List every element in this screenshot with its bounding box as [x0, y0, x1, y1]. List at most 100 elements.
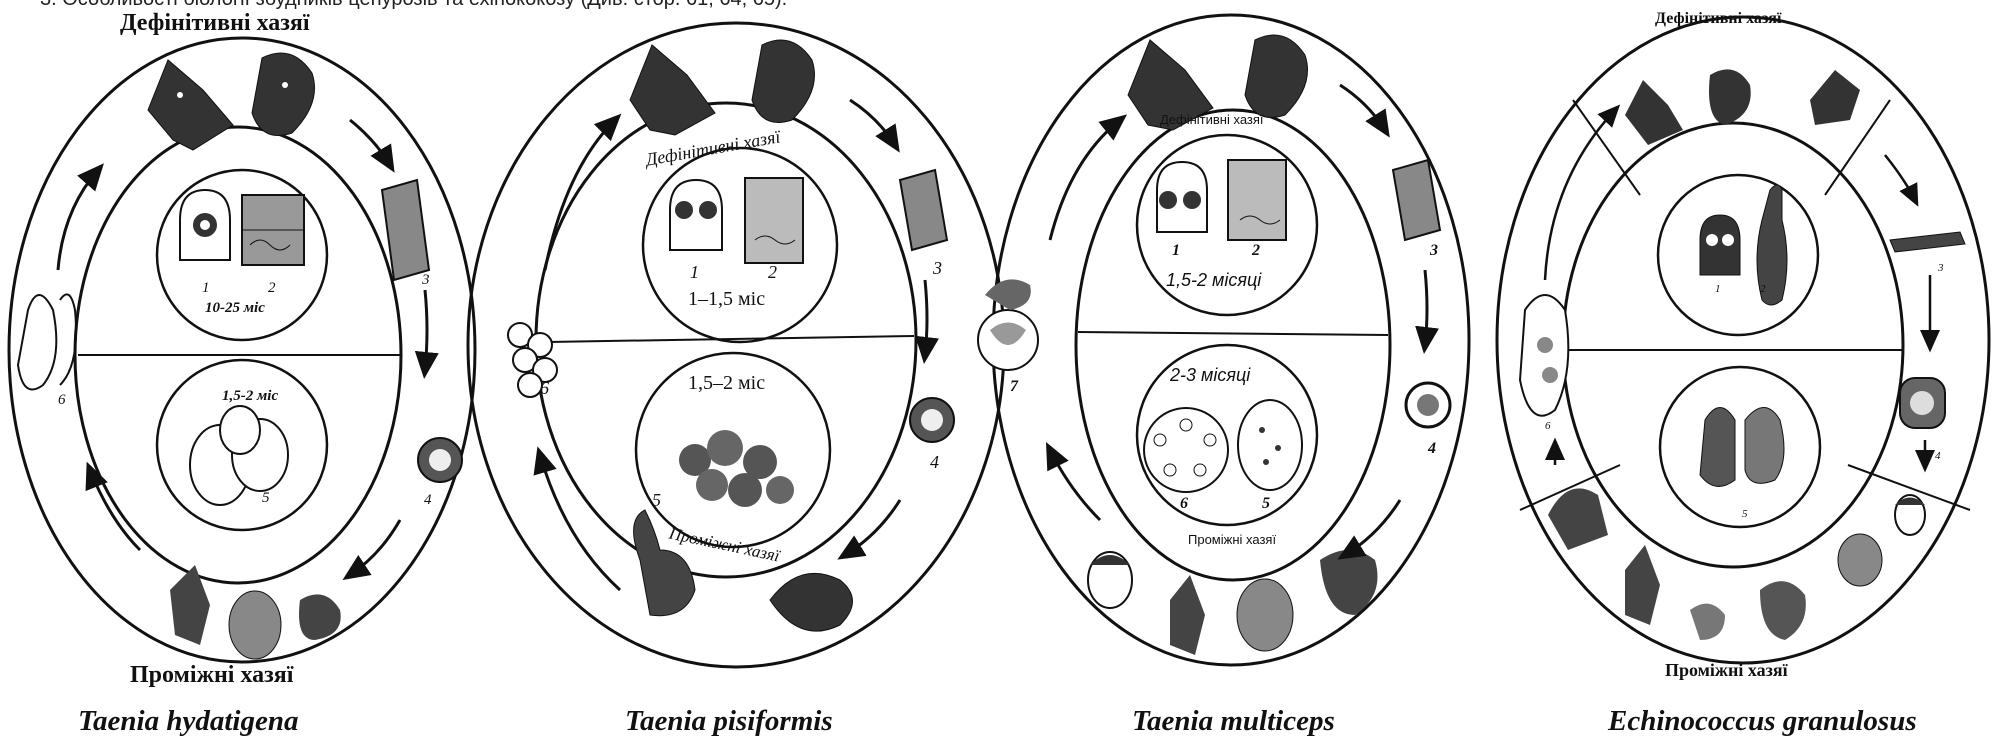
gravid-segments-icon — [898, 168, 949, 252]
adult-worm-icon — [1756, 184, 1788, 306]
intermediate-period: 1,5–2 міс — [688, 372, 766, 394]
proglottid-icon — [241, 194, 305, 266]
stage-number: 7 — [1010, 378, 1018, 395]
pig-head-icon — [299, 594, 341, 640]
stage-number: 3 — [1938, 262, 1944, 274]
stage-number: 1 — [1172, 242, 1180, 259]
cow-head-icon — [1320, 550, 1378, 615]
stage-number: 3 — [1430, 242, 1438, 259]
definitive-hosts-label: Дефінітивні хазяї — [1655, 10, 1782, 27]
coenurus-cyst-icon — [1143, 407, 1229, 493]
outer-cycle-ellipse — [1495, 15, 1991, 665]
hare-icon — [769, 572, 853, 632]
species-name: Taenia multiceps — [1132, 705, 1335, 737]
cow-head-icon — [1760, 581, 1806, 640]
egg-icon — [1404, 381, 1452, 429]
egg-icon — [909, 397, 955, 443]
protoscolex-cluster-icon — [1237, 399, 1303, 491]
page-header-fragment: 3. Особливості біології збудників ценуро… — [40, 0, 787, 11]
goat-head-icon — [170, 565, 210, 645]
wolf-head-icon — [147, 59, 234, 151]
sector-divider — [1847, 464, 1971, 511]
panel-taenia-multiceps — [977, 13, 1471, 667]
stage-number: 1 — [202, 280, 210, 296]
pig-head-icon — [1690, 603, 1725, 640]
human-head-icon — [1087, 551, 1133, 609]
dog-head-icon — [1709, 69, 1751, 125]
sheep-head-icon — [228, 590, 282, 660]
dog-head-icon — [751, 39, 815, 123]
intermediate-hosts-label: Проміжні хазяї — [130, 662, 294, 688]
stage-number: 1 — [690, 262, 699, 282]
definitive-stage-circle — [641, 146, 839, 344]
goat-head-icon — [1170, 575, 1205, 655]
gravid-segments-icon — [1889, 231, 1966, 253]
sector-divider — [1572, 99, 1641, 196]
gravid-segments-icon — [380, 178, 431, 282]
sector-divider — [1824, 99, 1891, 196]
wolf-head-icon — [1127, 39, 1214, 131]
scolex-icon — [1699, 214, 1741, 276]
stage-number: 6 — [1180, 495, 1188, 512]
stage-number: 5 — [1742, 508, 1748, 520]
stage-number: 6 — [1545, 420, 1551, 432]
species-name: Taenia hydatigena — [78, 705, 299, 737]
cycle-arrows — [56, 118, 439, 580]
egg-icon — [417, 437, 463, 483]
cycle-arrows — [533, 98, 939, 592]
stage-number: 2 — [768, 262, 777, 282]
stage-number: 5 — [652, 490, 661, 510]
intermediate-hosts-label: Проміжні хазяї — [1188, 532, 1277, 547]
egg-icon — [1899, 377, 1946, 429]
rabbit-icon — [633, 509, 696, 617]
stage-number: 4 — [930, 452, 939, 472]
stage-number: 2 — [1252, 242, 1260, 259]
free-cysticercus-cluster-icon — [507, 322, 558, 398]
sector-divider — [1519, 464, 1621, 511]
stage-number: 3 — [933, 258, 942, 278]
intermediate-stage-circle — [155, 358, 329, 532]
definitive-stage-circle — [1135, 133, 1319, 317]
stage-number: 4 — [1428, 440, 1436, 457]
proglottid-icon — [744, 177, 804, 264]
species-name: Echinococcus granulosus — [1608, 705, 1917, 737]
wolf-head-icon — [1810, 70, 1860, 125]
free-hydatid-cyst-icon — [1518, 294, 1570, 417]
stage-number: 1 — [1715, 283, 1721, 295]
stage-number: 4 — [424, 492, 432, 508]
cysticercus-icon — [189, 405, 289, 506]
dog-head-icon — [1244, 34, 1308, 118]
intermediate-period: 2-3 місяці — [1170, 365, 1251, 385]
human-head-icon — [1894, 494, 1926, 536]
stage-number: 6 — [540, 378, 549, 398]
intermediate-hosts-label: Проміжні хазяї — [1665, 660, 1788, 680]
sheep-head-icon — [1236, 578, 1294, 652]
intermediate-stage-circle — [634, 351, 832, 549]
stage-number: 2 — [268, 280, 276, 296]
inner-cycle-ellipse — [1561, 121, 1905, 569]
definitive-period: 1–1,5 міс — [688, 288, 766, 310]
horse-head-icon — [1548, 488, 1608, 550]
scolex-icon — [669, 178, 723, 251]
outer-cycle-ellipse — [7, 36, 477, 664]
host-divider — [547, 335, 915, 343]
dog-head-icon — [251, 52, 315, 136]
stage-number: 6 — [58, 392, 66, 408]
intermediate-stage-circle — [1658, 365, 1822, 529]
proglottid-icon — [1227, 159, 1287, 241]
sheep-head-icon — [1837, 533, 1883, 587]
definitive-hosts-label: Дефінітивні хазяї — [1160, 112, 1264, 127]
panel-taenia-hydatigena — [7, 36, 477, 664]
species-name: Taenia pisiformis — [625, 705, 833, 737]
definitive-period: 10-25 міс — [205, 300, 265, 316]
panel-echinococcus-granulosus — [1495, 15, 1991, 665]
definitive-hosts-label: Дефінітивні хазяї — [120, 10, 310, 36]
goat-head-icon — [1625, 545, 1660, 625]
intermediate-period: 1,5-2 міс — [222, 388, 279, 404]
sheep-brain-icon — [977, 279, 1039, 371]
definitive-period: 1,5-2 місяці — [1166, 270, 1262, 290]
inner-cycle-ellipse — [1074, 108, 1392, 582]
stage-number: 5 — [262, 490, 270, 506]
